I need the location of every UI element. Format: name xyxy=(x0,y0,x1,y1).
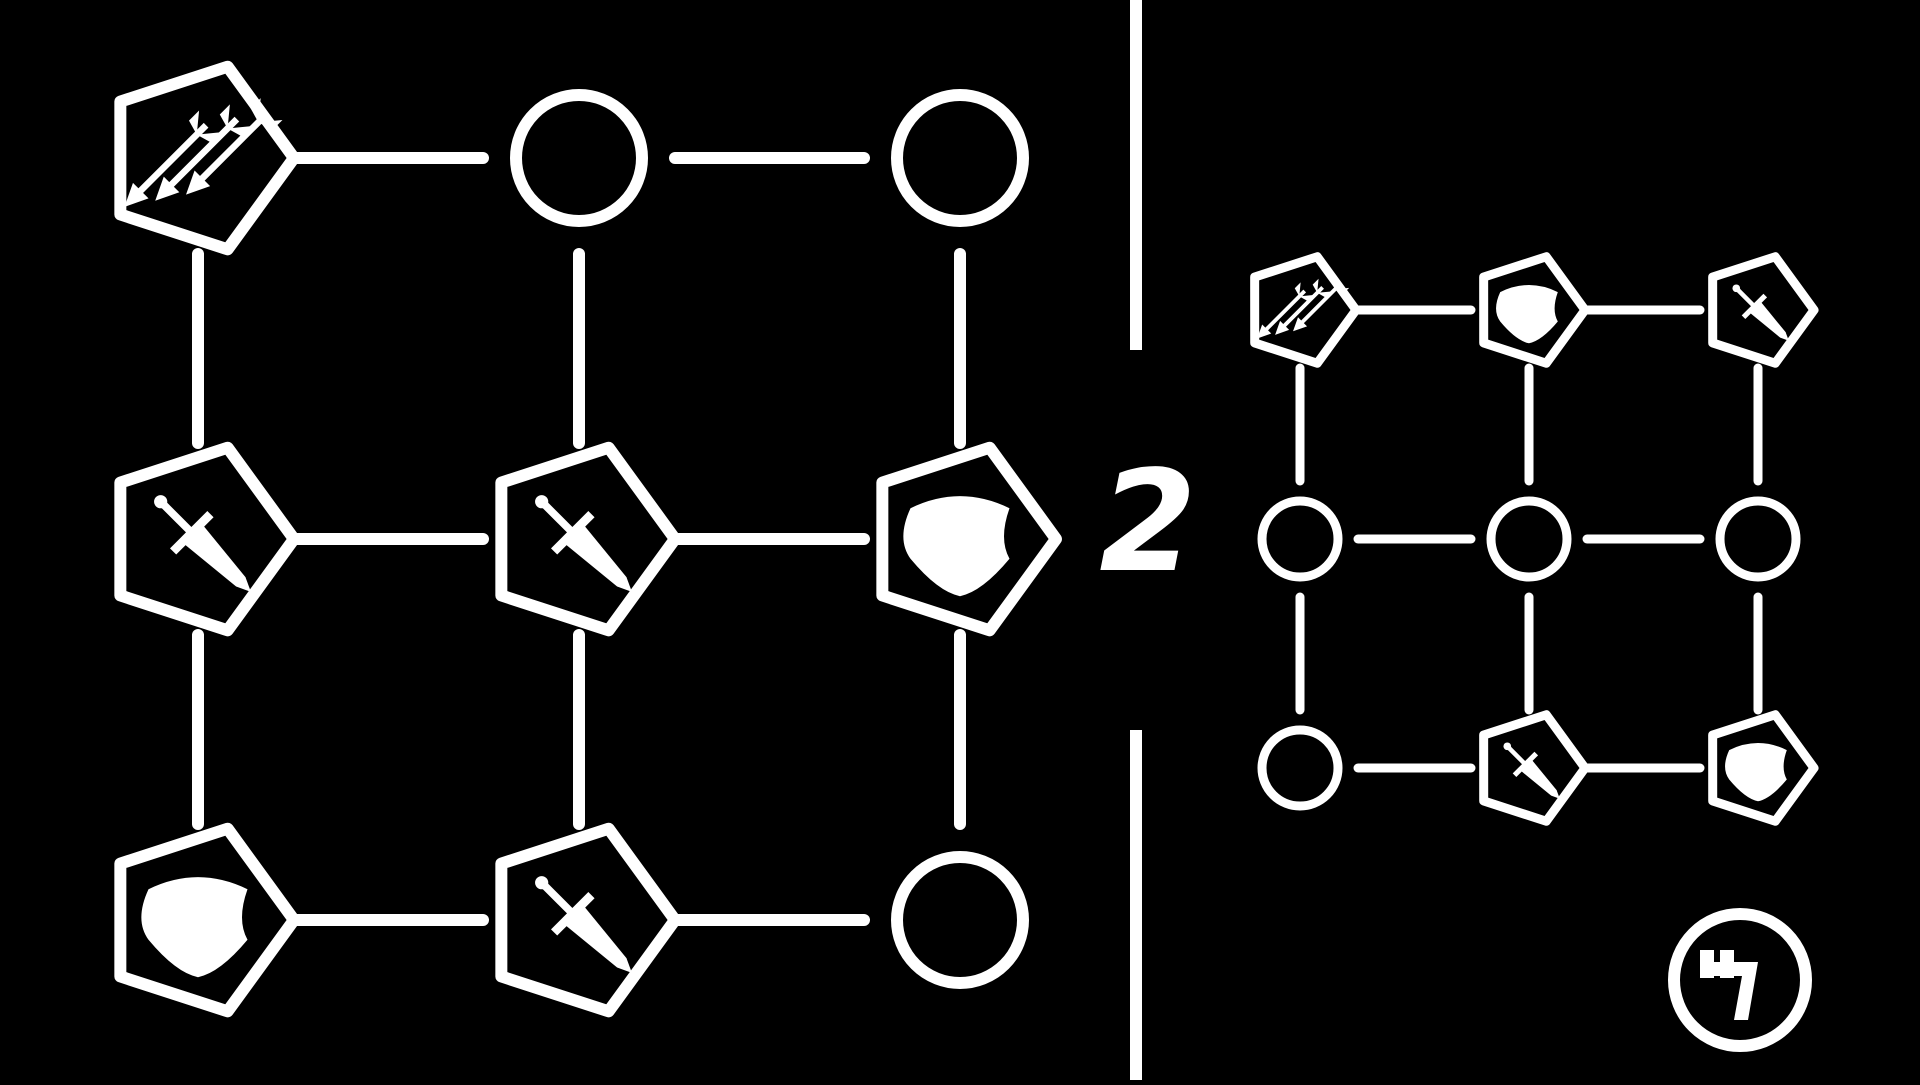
undo-button-ring xyxy=(1668,908,1812,1052)
unit-tile xyxy=(1250,252,1361,368)
undo-button[interactable] xyxy=(1668,908,1812,1052)
arrows-icon xyxy=(1257,275,1350,339)
arrows-icon xyxy=(124,98,283,207)
shield-icon xyxy=(903,496,1010,597)
empty-slot[interactable] xyxy=(891,851,1029,989)
sword-icon xyxy=(1732,284,1789,341)
sword-icon xyxy=(535,876,632,973)
shield-icon xyxy=(1496,285,1558,344)
board-connectors xyxy=(1295,305,1763,773)
target-board xyxy=(1250,252,1819,826)
empty-slot xyxy=(1257,496,1343,582)
unit-tile[interactable] xyxy=(87,38,314,260)
shield-icon xyxy=(1725,743,1787,802)
empty-slot[interactable] xyxy=(510,89,648,227)
unit-tile xyxy=(1708,710,1819,826)
unit-tile xyxy=(1479,252,1590,368)
current-board xyxy=(87,38,1076,1022)
unit-tile[interactable] xyxy=(468,419,695,641)
unit-tile[interactable] xyxy=(87,419,314,641)
sword-icon xyxy=(535,495,632,592)
move-counter: 2 xyxy=(1099,441,1196,604)
empty-slot xyxy=(1257,725,1343,811)
unit-tile[interactable] xyxy=(87,800,314,1022)
unit-tile[interactable] xyxy=(468,800,695,1022)
unit-tile[interactable] xyxy=(849,419,1076,641)
sword-icon xyxy=(1503,742,1560,799)
shield-icon xyxy=(141,877,248,978)
empty-slot[interactable] xyxy=(891,89,1029,227)
unit-tile xyxy=(1479,710,1590,826)
unit-tile xyxy=(1708,252,1819,368)
sword-icon xyxy=(154,495,251,592)
board-connectors xyxy=(192,152,966,926)
empty-slot xyxy=(1486,496,1572,582)
empty-slot xyxy=(1715,496,1801,582)
undo-icon xyxy=(1700,950,1758,1020)
